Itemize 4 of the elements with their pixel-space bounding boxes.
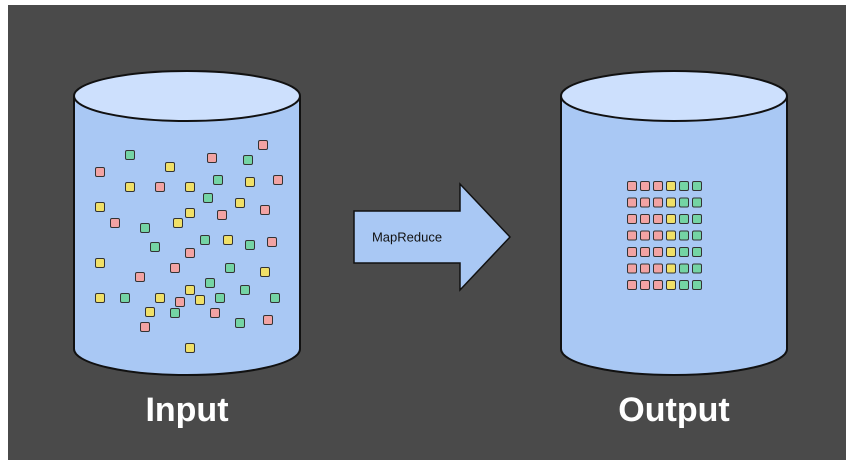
block-arrow — [353, 182, 512, 292]
cylinder-label: Input — [144, 390, 230, 431]
edge-label: MapReduce — [372, 230, 442, 244]
cylinder-label: Output — [617, 390, 731, 431]
